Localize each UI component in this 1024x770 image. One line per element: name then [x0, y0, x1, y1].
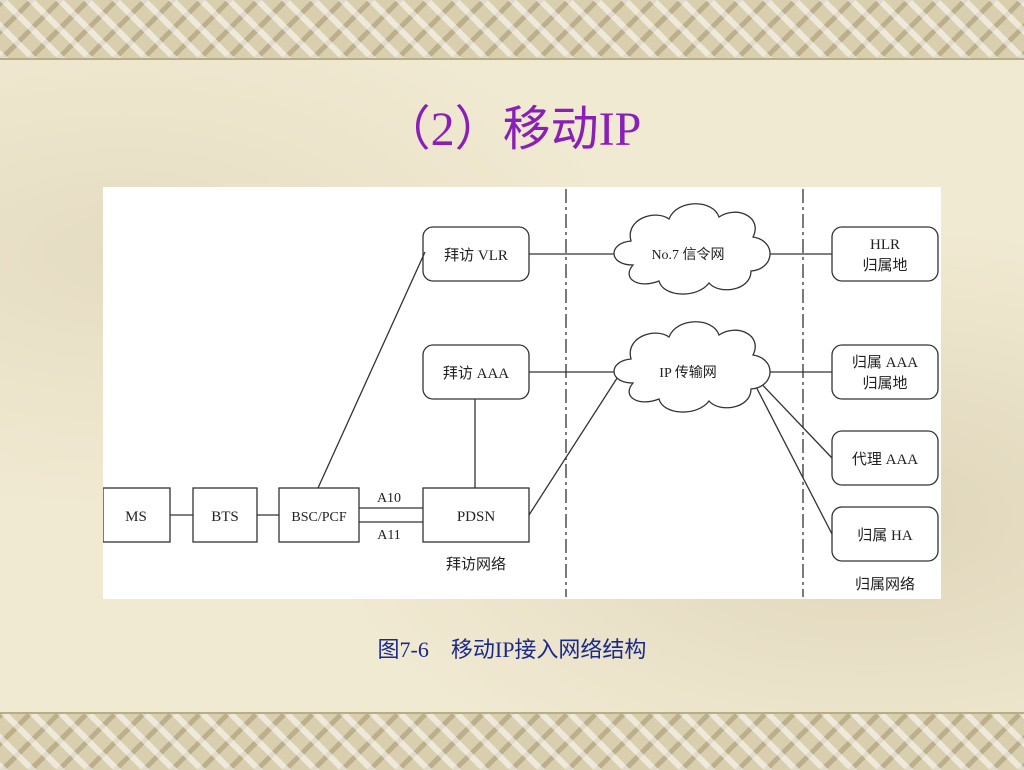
label-ipnet: IP 传输网 [659, 365, 716, 381]
label-bts: BTS [211, 509, 239, 525]
label-a11: A11 [377, 528, 401, 543]
link-pdsn-ipnet [528, 371, 622, 516]
node-home-aaa [831, 344, 939, 400]
label-home-network: 归属网络 [855, 576, 915, 593]
node-home-ha [831, 506, 939, 562]
link-bsc-vlr [317, 251, 426, 489]
label-proxy-aaa: 代理 AAA [852, 451, 918, 468]
label-bsc: BSC/PCF [291, 510, 346, 525]
figure-caption: 图7-6 移动IP接入网络结构 [377, 637, 647, 662]
label-ms: MS [125, 509, 147, 525]
top-border-band [0, 0, 1024, 60]
node-pdsn [422, 487, 530, 543]
bottom-border-band [0, 712, 1024, 770]
label-home-ha: 归属 HA [857, 527, 913, 544]
label-home-aaa-1: 归属 AAA [852, 354, 918, 371]
label-visited-network: 拜访网络 [446, 556, 506, 573]
label-no7: No.7 信令网 [651, 247, 724, 263]
cloud-no7 [613, 203, 771, 295]
label-visit-aaa: 拜访 AAA [443, 365, 509, 382]
label-visit-vlr: 拜访 VLR [444, 247, 508, 264]
slide-title: （2）移动IP [382, 103, 642, 156]
diagram-panel: MS BTS BSC/PCF PDSN 拜访 VLR 拜访 AAA No.7 信… [103, 187, 941, 599]
node-hlr [831, 226, 939, 282]
node-visit-vlr [422, 226, 530, 282]
link-ipnet-proxyaaa [752, 374, 833, 459]
node-bts [192, 487, 258, 543]
node-visit-aaa [422, 344, 530, 400]
label-home-aaa-2: 归属地 [862, 375, 907, 392]
link-ipnet-ha [750, 376, 833, 535]
cloud-ipnet [613, 321, 771, 413]
network-diagram: MS BTS BSC/PCF PDSN 拜访 VLR 拜访 AAA No.7 信… [103, 189, 939, 597]
node-bsc [278, 487, 360, 543]
label-a10: A10 [377, 491, 401, 506]
node-proxy-aaa [831, 430, 939, 486]
node-ms [103, 487, 171, 543]
label-hlr-1: HLR [870, 237, 900, 253]
label-hlr-2: 归属地 [862, 257, 907, 274]
label-pdsn: PDSN [457, 509, 496, 525]
